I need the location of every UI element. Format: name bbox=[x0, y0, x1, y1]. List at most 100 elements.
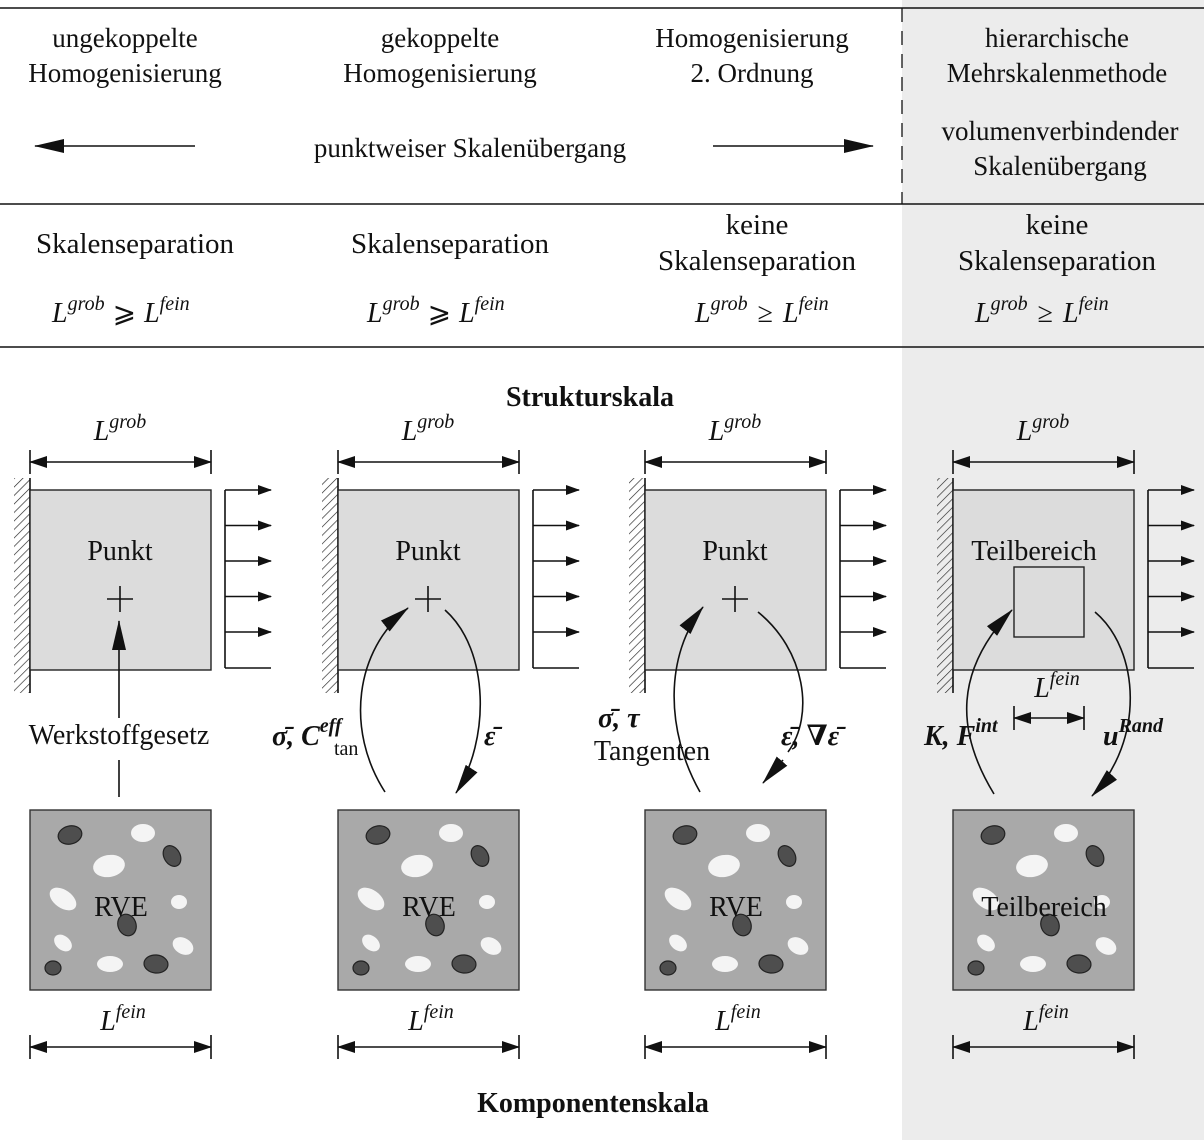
header-col1-line1: ungekoppelte bbox=[52, 23, 197, 53]
col3-inclusion-9 bbox=[787, 937, 809, 955]
component-scale-title: Komponentenskala bbox=[477, 1088, 709, 1119]
col2-inclusion-3 bbox=[470, 845, 490, 867]
col4-subregion-label: Teilbereich bbox=[971, 536, 1097, 567]
col2-up-main: σ̄, C bbox=[272, 721, 320, 752]
col2-inclusion-6 bbox=[479, 895, 495, 909]
col2-inclusion-10 bbox=[405, 956, 431, 972]
separation-col1: Skalenseparation bbox=[36, 228, 235, 260]
header-col4-line2: Mehrskalenmethode bbox=[947, 58, 1167, 88]
col1-lgrob-label-L: L bbox=[93, 416, 110, 447]
col3-point-label: Punkt bbox=[702, 536, 768, 567]
col3-inclusion-10 bbox=[712, 956, 738, 972]
relation-col2-symbol: ⩾ bbox=[428, 298, 451, 329]
col4-lfein-label-L: L bbox=[1022, 1006, 1039, 1037]
col1-lgrob-label-sup: grob bbox=[109, 411, 146, 433]
col3-lgrob-label: Lgrob bbox=[708, 411, 762, 447]
col1-lfein-label-sup: fein bbox=[116, 1001, 146, 1023]
col4-inclusion-12 bbox=[967, 960, 985, 976]
material-law-label: Werkstoffgesetz bbox=[29, 720, 210, 751]
relation-col1: Lgrob⩾Lfein bbox=[51, 293, 190, 329]
col2-lfein-label-sup: fein bbox=[424, 1001, 454, 1023]
col3-transfer-arrow-up bbox=[673, 606, 704, 793]
col1-inclusion-6 bbox=[171, 895, 187, 909]
col4-down-label: uRand bbox=[1103, 715, 1164, 752]
col3-lfein-label: Lfein bbox=[714, 1001, 761, 1037]
col4-up-label: K, Fint bbox=[923, 715, 999, 752]
col4-inner-lfein-label-L: L bbox=[1033, 673, 1050, 704]
relation-col1-symbol: ⩾ bbox=[113, 298, 136, 329]
col2-rve-label: RVE bbox=[402, 892, 456, 923]
col3-inclusion-11 bbox=[758, 954, 784, 974]
col3-inclusion-6 bbox=[786, 895, 802, 909]
col4-up-sup: int bbox=[975, 715, 999, 737]
col2-wall-hatch bbox=[322, 478, 338, 693]
col2-inclusion-7 bbox=[425, 913, 445, 937]
relation-col4-symbol: ≥ bbox=[1038, 298, 1053, 329]
relation-col4-L2: L bbox=[1062, 298, 1079, 329]
relation-col2-L2: L bbox=[458, 298, 475, 329]
col3-transfer-arrow-down-tip bbox=[762, 756, 788, 784]
col1-inclusion-11 bbox=[143, 954, 169, 974]
separation-col2: Skalenseparation bbox=[351, 228, 550, 260]
relation-col2-fein: fein bbox=[475, 293, 505, 315]
col4-inclusion-6 bbox=[1094, 895, 1110, 909]
relation-col1-L: L bbox=[51, 298, 68, 329]
col1-point-label: Punkt bbox=[87, 536, 153, 567]
header-col2-line2: Homogenisierung bbox=[343, 58, 536, 88]
col1-lfein-label: Lfein bbox=[99, 1001, 146, 1037]
col2-lgrob-label-L: L bbox=[401, 416, 418, 447]
structure-scale-title: Strukturskala bbox=[506, 382, 674, 413]
col1-inclusion-1 bbox=[57, 825, 83, 845]
col2-transfer-arrow-down bbox=[444, 609, 482, 794]
col1-wall-hatch bbox=[14, 478, 30, 693]
relation-col2-grob: grob bbox=[383, 293, 420, 315]
col2-point-label: Punkt bbox=[395, 536, 461, 567]
col1-inclusion-4 bbox=[93, 854, 125, 878]
relation-col1-grob: grob bbox=[68, 293, 105, 315]
relation-col3: Lgrob≥Lfein bbox=[694, 293, 829, 329]
col1-inclusion-12 bbox=[44, 960, 62, 976]
col4-subregion-box bbox=[1013, 566, 1085, 638]
col2-transfer-arrow-up bbox=[359, 607, 409, 793]
col3-inclusion-12 bbox=[659, 960, 677, 976]
col4-structure-box bbox=[952, 489, 1135, 671]
col1-lfein-label-L: L bbox=[99, 1006, 116, 1037]
col2-lfein-label-L: L bbox=[407, 1006, 424, 1037]
col4-inclusion-9 bbox=[1095, 937, 1117, 955]
separation-col4-line2: Skalenseparation bbox=[958, 245, 1157, 277]
col3-inclusion-1 bbox=[672, 825, 698, 845]
relation-col4-L: L bbox=[974, 298, 991, 329]
col4-inclusion-1 bbox=[980, 825, 1006, 845]
col1-structure-box bbox=[29, 489, 212, 671]
col3-down-label: ε̄, ∇ε̄ bbox=[781, 721, 846, 752]
col1-inclusion-7 bbox=[117, 913, 137, 937]
relation-col4-grob: grob bbox=[991, 293, 1028, 315]
col4-inclusion-7 bbox=[1040, 913, 1060, 937]
col1-lgrob-label: Lgrob bbox=[93, 411, 147, 447]
col3-inclusion-3 bbox=[777, 845, 797, 867]
relation-col4: Lgrob≥Lfein bbox=[974, 293, 1109, 329]
col3-structure-box bbox=[644, 489, 827, 671]
col2-up-sub: tan bbox=[334, 738, 358, 760]
col3-transfer-arrow-down bbox=[757, 611, 804, 753]
col4-transfer-arrow-up bbox=[965, 609, 1013, 795]
col2-inclusion-4 bbox=[401, 854, 433, 878]
separation-col3-line2: Skalenseparation bbox=[658, 245, 857, 277]
header-col2-line1: gekoppelte bbox=[381, 23, 499, 53]
col4-lgrob-label-sup: grob bbox=[1032, 411, 1069, 433]
relation-col3-grob: grob bbox=[711, 293, 748, 315]
header-col3-line1: Homogenisierung bbox=[655, 23, 848, 53]
col3-lgrob-label-L: L bbox=[708, 416, 725, 447]
col3-inclusion-8 bbox=[669, 934, 687, 952]
col2-up-sup: eff bbox=[320, 715, 344, 737]
pointwise-transition-label: punktweiser Skalenübergang bbox=[314, 133, 626, 163]
col4-wall-hatch bbox=[937, 478, 953, 693]
relation-col2: Lgrob⩾Lfein bbox=[366, 293, 505, 329]
col4-inclusion-2 bbox=[1054, 824, 1078, 842]
col3-rve-label: RVE bbox=[709, 892, 763, 923]
col4-inner-lfein-label-sup: fein bbox=[1050, 668, 1080, 690]
col1-inclusion-8 bbox=[54, 934, 72, 952]
col1-inclusion-3 bbox=[162, 845, 182, 867]
col4-lfein-label-sup: fein bbox=[1039, 1001, 1069, 1023]
